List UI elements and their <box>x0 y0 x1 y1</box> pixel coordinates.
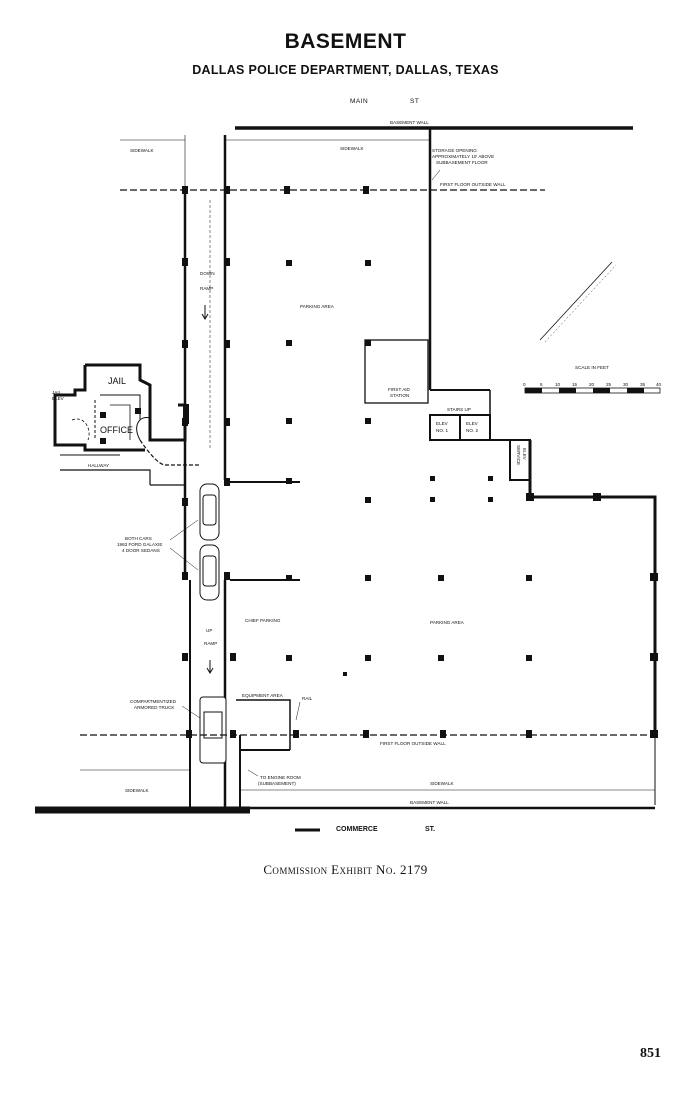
first-aid-label2: STATION <box>390 393 409 398</box>
elev2-label2: NO. 2 <box>466 428 478 433</box>
main-street-label: MAIN <box>350 98 368 105</box>
elev2-label1: ELEV <box>466 421 479 426</box>
hallway-label: HALLWAY <box>88 463 109 468</box>
scale-tick: 5 <box>540 382 543 387</box>
parking-area-top-label: PARKING AREA <box>300 304 335 309</box>
engine-room-leader <box>247 769 259 777</box>
first-aid-label1: FIRST AID <box>388 387 411 392</box>
structural-columns <box>182 186 658 738</box>
equipment-area-label: EQUIPMENT AREA <box>242 693 284 698</box>
scale-tick: 0 <box>523 382 526 387</box>
jail-elev-label2: ELEV <box>52 396 65 401</box>
scale-tick: 35 <box>640 382 646 387</box>
up-arrow-icon <box>206 660 214 674</box>
jail-label: JAIL <box>108 376 126 386</box>
commerce-street-st-label: ST. <box>425 826 435 833</box>
scale-tick: 15 <box>572 382 578 387</box>
commerce-street-label: COMMERCE <box>336 826 378 833</box>
scale-title: SCALE IN FEET <box>575 365 609 370</box>
first-floor-wall-bottom-label: FIRST FLOOR OUTSIDE WALL <box>380 741 446 746</box>
main-street-st-label: ST <box>410 98 419 105</box>
office-column <box>100 438 106 444</box>
office-label: OFFICE <box>100 425 133 435</box>
sidewalk-bottom-right-label: SIDEWALK <box>430 781 455 786</box>
car-2 <box>199 544 220 601</box>
parking-area-right-label: PARKING AREA <box>430 620 465 625</box>
page-title: BASEMENT <box>284 30 407 53</box>
scale-tick: 20 <box>589 382 595 387</box>
storage-opening-line3: SUBBASEMENT FLOOR <box>436 160 488 165</box>
page-subtitle: DALLAS POLICE DEPARTMENT, DALLAS, TEXAS <box>192 63 499 77</box>
down-ramp-label2: RAMP <box>200 286 213 291</box>
sidewalk-top-mid-label: SIDEWALK <box>340 146 365 151</box>
scale-tick: 30 <box>623 382 629 387</box>
armored-truck <box>199 696 227 764</box>
service-elev-label2: ELEV <box>522 448 527 461</box>
elev1-label1: ELEV <box>436 421 449 426</box>
rail-label: RAIL <box>302 696 313 701</box>
cars-label2: 1963 FORD GALAXIE <box>117 542 162 547</box>
first-aid-station <box>364 339 429 404</box>
north-arrow-line <box>539 261 613 341</box>
office-column <box>100 412 106 418</box>
sidewalk-top-left-label: SIDEWALK <box>130 148 155 153</box>
jail-elev-label1: JAIL <box>52 390 62 395</box>
down-ramp-label1: DOWN <box>200 271 215 276</box>
scale-tick: 25 <box>606 382 612 387</box>
jail-wall-block <box>183 404 189 424</box>
storage-opening-line1: STORAGE OPENING <box>432 148 477 153</box>
armored-truck-label1: COMPARTMENTIZED <box>130 699 177 704</box>
engine-room-label2: (SUBBASEMENT) <box>258 781 296 786</box>
chief-parking-label: CHIEF PARKING <box>245 618 281 623</box>
down-arrow-icon <box>201 305 209 320</box>
stairs-up-label: STAIRS UP <box>447 407 471 412</box>
up-ramp-label1: UP <box>206 628 212 633</box>
elev1-label2: NO. 1 <box>436 428 448 433</box>
office-column <box>135 408 141 414</box>
storage-opening-line2: APPROXIMATELY 10' ABOVE <box>432 154 494 159</box>
rail-leader <box>295 701 301 721</box>
sidewalk-bottom-left-label: SIDEWALK <box>125 788 150 793</box>
right-wall <box>528 440 657 735</box>
elevator-2 <box>459 414 491 441</box>
cars-label1: BOTH CARS <box>125 536 152 541</box>
up-ramp-label2: RAMP <box>204 641 217 646</box>
basement-wall-top-label: BASEMENT WALL <box>390 120 429 125</box>
scale-tick-labels: 0 5 10 15 20 25 30 35 40 <box>523 382 662 387</box>
storage-leader <box>431 169 441 181</box>
cars-leader <box>169 519 199 541</box>
scale-bar <box>524 387 661 394</box>
scale-tick: 10 <box>555 382 561 387</box>
cars-label3: 4 DOOR SEDANS <box>122 548 160 553</box>
equipment-area-wall <box>236 699 291 750</box>
first-floor-wall-top-label: FIRST FLOOR OUTSIDE WALL <box>440 182 506 187</box>
engine-room-label1: TO ENGINE ROOM <box>260 775 301 780</box>
page-number: 851 <box>640 1046 661 1061</box>
north-arrow-line2 <box>544 264 617 343</box>
exhibit-caption: Commission Exhibit No. 2179 <box>263 862 428 877</box>
basement-wall-bottom-label: BASEMENT WALL <box>410 800 449 805</box>
cars-leader <box>169 547 199 571</box>
scale-tick: 40 <box>656 382 662 387</box>
armored-truck-leader <box>181 705 201 719</box>
armored-truck-label2: ARMORED TRUCK <box>134 705 175 710</box>
service-elev-label1: SERVICE <box>516 445 521 465</box>
car-1 <box>199 483 220 541</box>
